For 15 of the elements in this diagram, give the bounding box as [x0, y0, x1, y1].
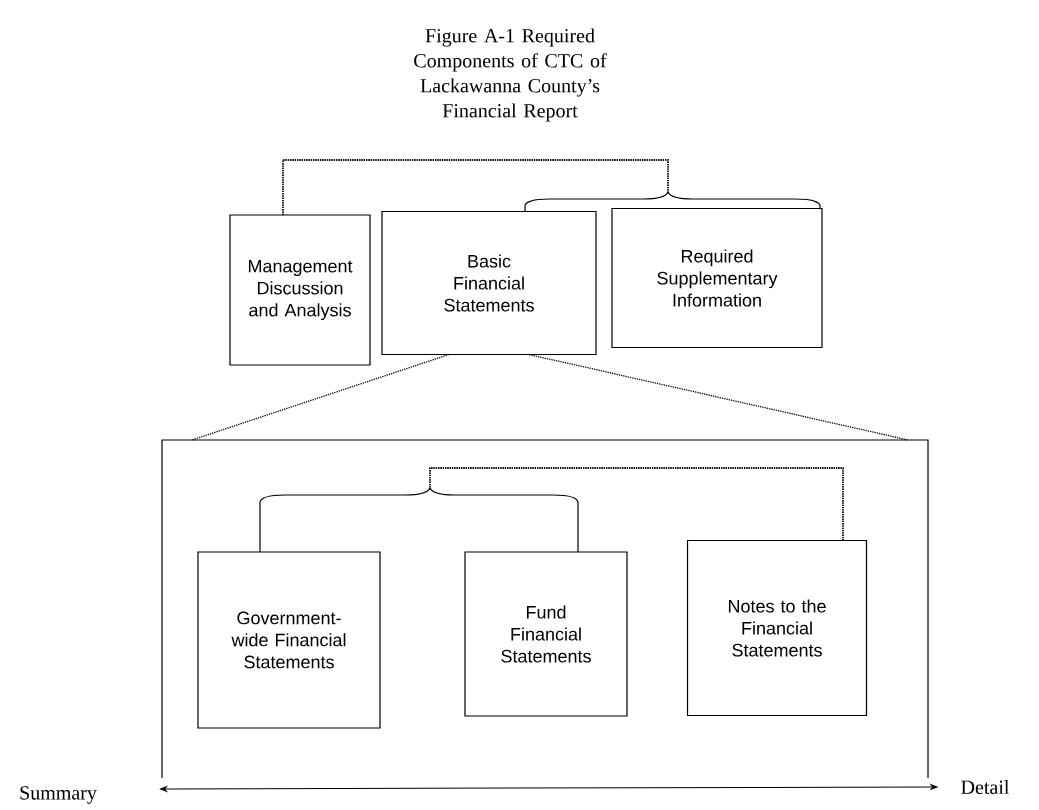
connector — [528, 353, 909, 441]
axis-label: Summary — [20, 786, 97, 804]
connector — [282, 159, 821, 216]
axis-label: Detail — [961, 779, 1010, 794]
text-box: Notes to the Financial Statements — [686, 539, 868, 717]
title: Figure A-1 Required Components of CTC of Lackawanna County’s Financial Report — [414, 28, 607, 122]
connector — [191, 353, 450, 441]
connector — [429, 467, 844, 553]
text-box: Fund Financial Statements — [464, 551, 628, 717]
bracket-panel — [161, 439, 929, 779]
text-box: Basic Financial Statements — [381, 210, 597, 356]
text-box: Government-wide Financial Statements — [197, 551, 381, 729]
text-box: Management Discussion and Analysis — [229, 214, 371, 366]
text-box: Required Supplementary Information — [611, 207, 823, 349]
connector — [160, 784, 938, 792]
